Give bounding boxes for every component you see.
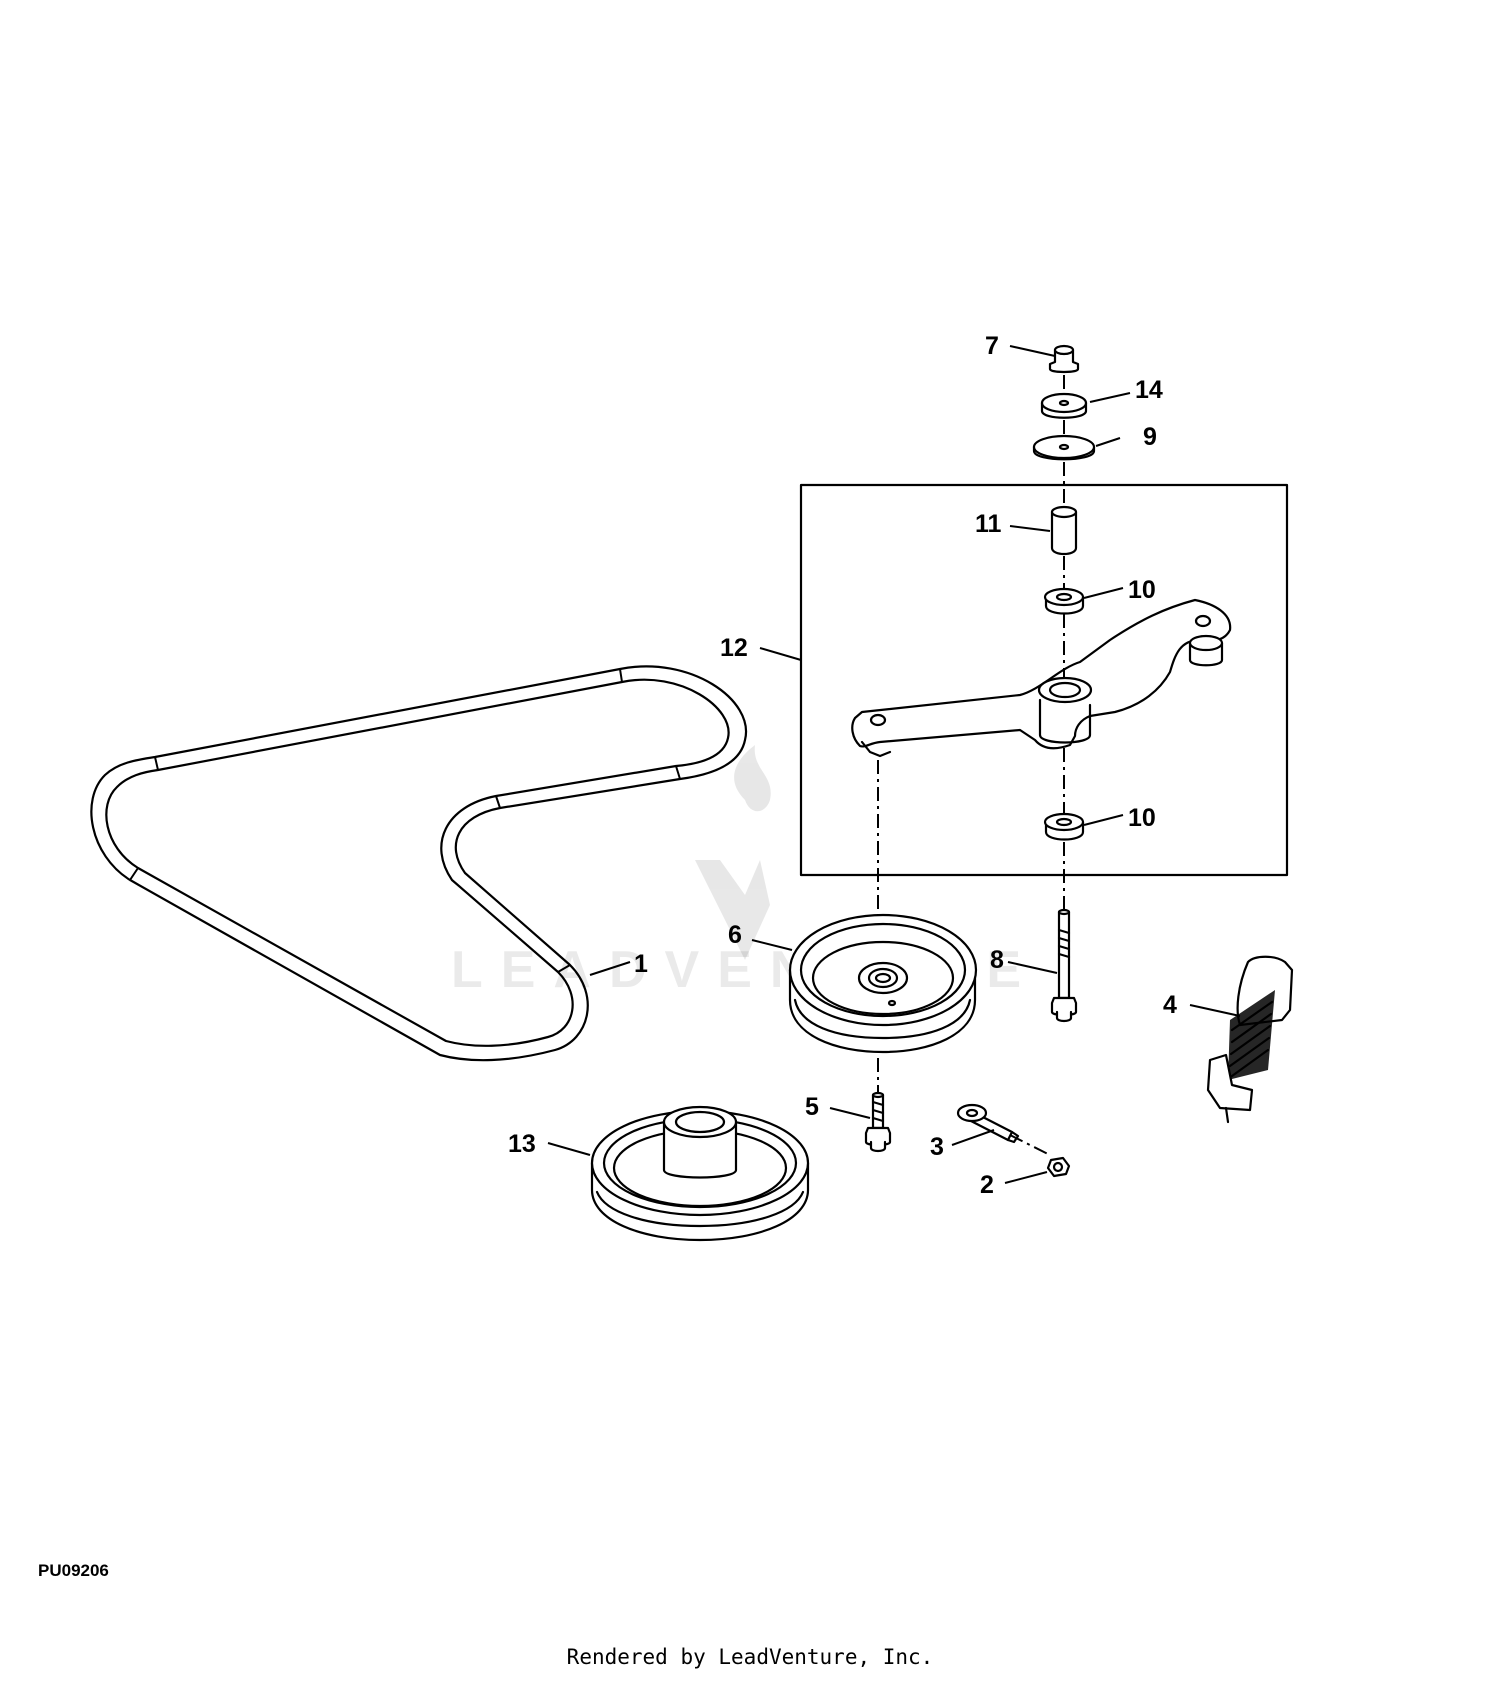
callout-10-lower: 10 — [1128, 804, 1156, 832]
spring-4 — [1206, 955, 1294, 1124]
bolt-5 — [864, 1091, 892, 1153]
callout-10-upper: 10 — [1128, 576, 1156, 604]
callout-8: 8 — [990, 946, 1004, 974]
callout-14: 14 — [1135, 376, 1163, 404]
callout-1: 1 — [634, 950, 648, 978]
callout-6: 6 — [728, 921, 742, 949]
footer-credit: Rendered by LeadVenture, Inc. — [566, 1645, 934, 1669]
bolt-8 — [1050, 908, 1078, 1023]
callout-5: 5 — [805, 1093, 819, 1121]
callout-11: 11 — [975, 510, 1002, 538]
bearing-10-upper — [1043, 587, 1085, 615]
nut-2 — [1046, 1156, 1071, 1178]
callout-2: 2 — [980, 1171, 994, 1199]
washer-9 — [1032, 434, 1096, 461]
bushing-11 — [1050, 505, 1078, 556]
eyebolt-3 — [956, 1103, 1020, 1144]
callout-13: 13 — [508, 1130, 536, 1158]
callout-9: 9 — [1143, 423, 1157, 451]
callout-7: 7 — [985, 332, 999, 360]
leader-lines — [547, 345, 1241, 1184]
idler-pulley — [788, 913, 978, 1054]
belt — [90, 665, 748, 1062]
callout-labels: 1 2 3 4 5 6 7 8 9 10 10 11 12 13 14 — [508, 332, 1177, 1199]
nut-7 — [1048, 344, 1080, 374]
washer-14 — [1040, 392, 1088, 419]
assembly-box — [799, 483, 1289, 877]
callout-12: 12 — [720, 634, 748, 662]
figure-id: PU09206 — [38, 1561, 109, 1580]
callout-4: 4 — [1163, 991, 1177, 1019]
idler-arm — [851, 598, 1232, 758]
drive-pulley — [590, 1105, 810, 1242]
bearing-10-lower — [1043, 812, 1085, 841]
watermark-logo — [695, 745, 771, 960]
callout-3: 3 — [930, 1133, 944, 1161]
